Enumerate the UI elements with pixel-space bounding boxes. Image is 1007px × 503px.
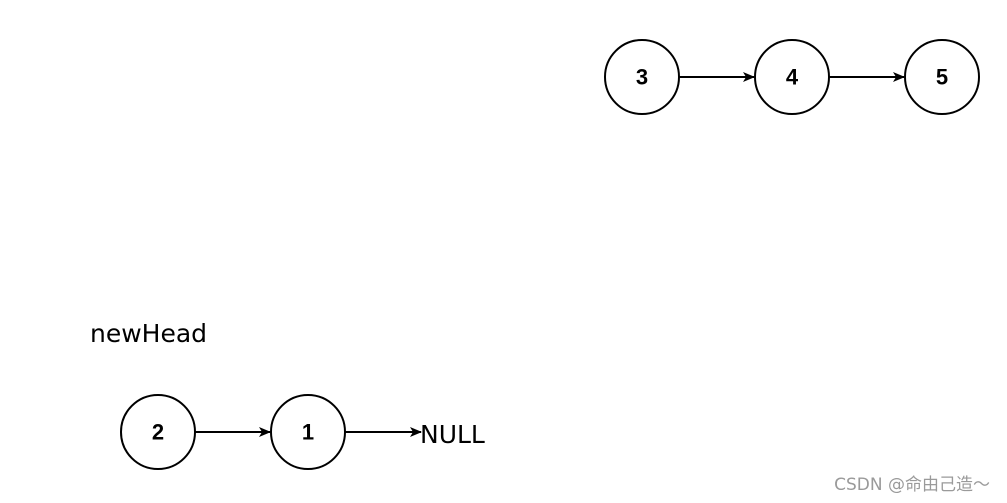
list-top: 3 4 5 — [604, 39, 980, 115]
list-node-2: 2 — [120, 394, 196, 470]
node-label-1: 1 — [302, 420, 314, 445]
list-node-4: 4 — [754, 39, 830, 115]
null-terminal-label: NULL — [420, 420, 485, 449]
new-head-label: newHead — [90, 319, 207, 348]
list-bottom: newHead 2 1 NULL — [90, 319, 485, 470]
list-node-5: 5 — [904, 39, 980, 115]
node-label-4: 4 — [786, 65, 799, 90]
list-node-3: 3 — [604, 39, 680, 115]
node-label-3: 3 — [636, 65, 648, 90]
node-label-5: 5 — [936, 65, 948, 90]
node-label-2: 2 — [152, 420, 164, 445]
list-node-1: 1 — [270, 394, 346, 470]
watermark-text: CSDN @命由己造～ — [834, 475, 990, 495]
